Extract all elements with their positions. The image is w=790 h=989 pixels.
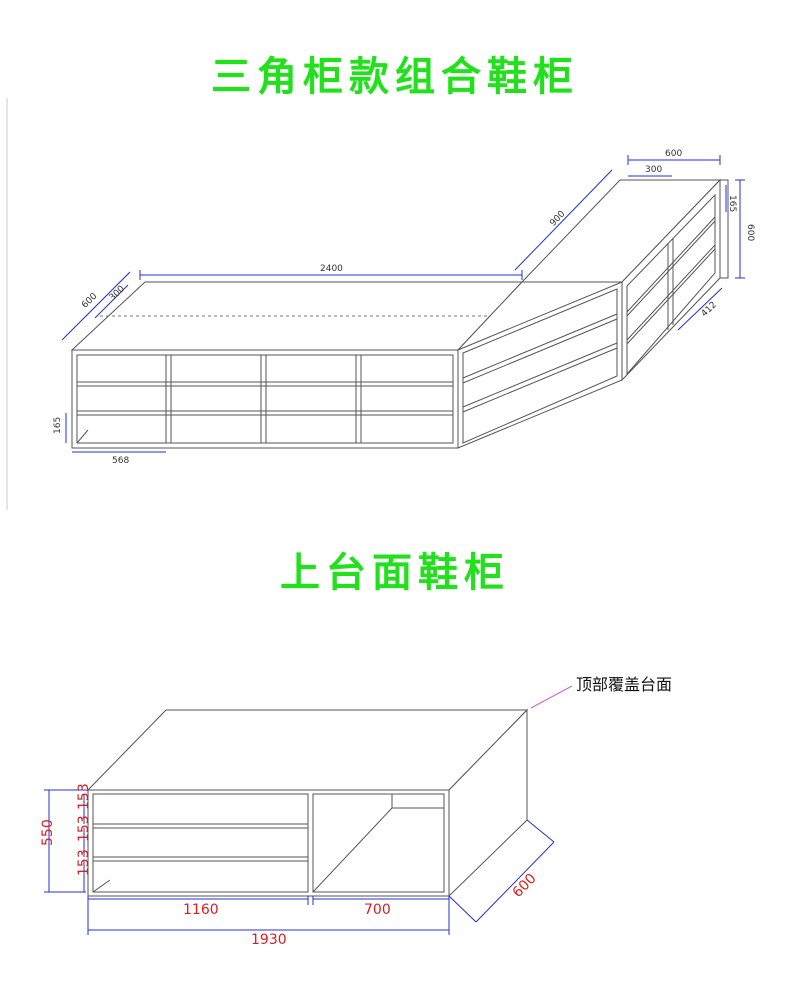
dim-700: 700 <box>364 902 391 918</box>
dim-300-top: 300 <box>645 165 662 175</box>
dim-153-top: 153 <box>76 783 92 810</box>
dim-2400: 2400 <box>320 264 343 274</box>
bottom-diagram-title: 上台面鞋柜 <box>280 550 510 596</box>
dim-600-right: 600 <box>745 224 755 241</box>
dim-165-left: 165 <box>53 417 63 434</box>
top-cover-annotation: 顶部覆盖台面 <box>576 675 672 694</box>
dim-153-bottom: 153 <box>76 849 92 876</box>
divider-bar <box>6 98 8 510</box>
dim-600-depth: 600 <box>510 871 540 901</box>
dim-1160: 1160 <box>183 902 219 918</box>
dim-600-top: 600 <box>665 149 682 159</box>
dim-568: 568 <box>112 456 129 466</box>
triangle-cabinet-diagram: 2400 900 600 300 600 300 165 600 412 165… <box>53 149 755 466</box>
dim-153-middle: 153 <box>76 815 92 842</box>
dim-165-right: 165 <box>727 195 737 212</box>
dim-1930: 1930 <box>251 932 287 948</box>
dim-550: 550 <box>40 819 56 846</box>
top-diagram-title: 三角柜款组合鞋柜 <box>211 54 579 100</box>
